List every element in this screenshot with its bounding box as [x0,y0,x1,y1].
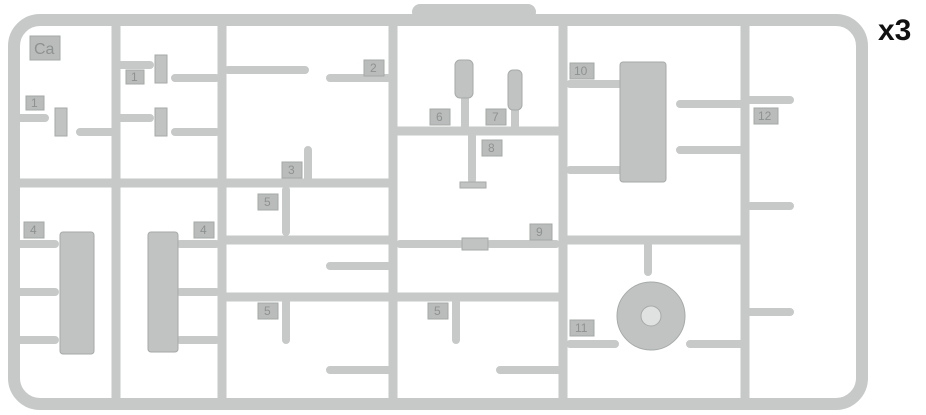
sprue-runners [8,4,868,410]
part-10-panel [619,61,667,183]
svg-text:2: 2 [370,61,377,75]
part-number-tags: Ca 1 1 2 3 4 4 5 5 5 6 7 8 9 10 11 12 [23,35,779,337]
part-4-plate-right [147,231,179,353]
svg-text:9: 9 [536,225,543,239]
svg-text:1: 1 [31,96,38,110]
sprocket-hub [640,305,662,327]
part-1b [154,54,168,84]
part-6 [454,59,474,99]
svg-text:11: 11 [575,321,588,335]
part-8 [459,181,487,189]
svg-text:8: 8 [488,141,495,155]
svg-text:10: 10 [574,64,588,78]
svg-text:12: 12 [758,109,772,123]
svg-text:5: 5 [264,304,271,318]
svg-text:4: 4 [200,223,207,237]
part-7 [507,69,523,111]
part-1c [154,107,168,137]
svg-text:1: 1 [131,70,138,84]
part-4-plate-left [59,231,95,355]
part-1a [54,107,68,137]
svg-text:5: 5 [434,304,441,318]
quantity-label: x3 [878,14,912,47]
sprue-parts [54,54,686,355]
svg-text:4: 4 [30,223,37,237]
svg-text:6: 6 [436,110,443,124]
sprue-code: Ca [34,41,55,58]
svg-text:5: 5 [264,195,271,209]
svg-text:7: 7 [492,110,499,124]
svg-text:3: 3 [288,163,295,177]
part-9 [461,237,489,251]
